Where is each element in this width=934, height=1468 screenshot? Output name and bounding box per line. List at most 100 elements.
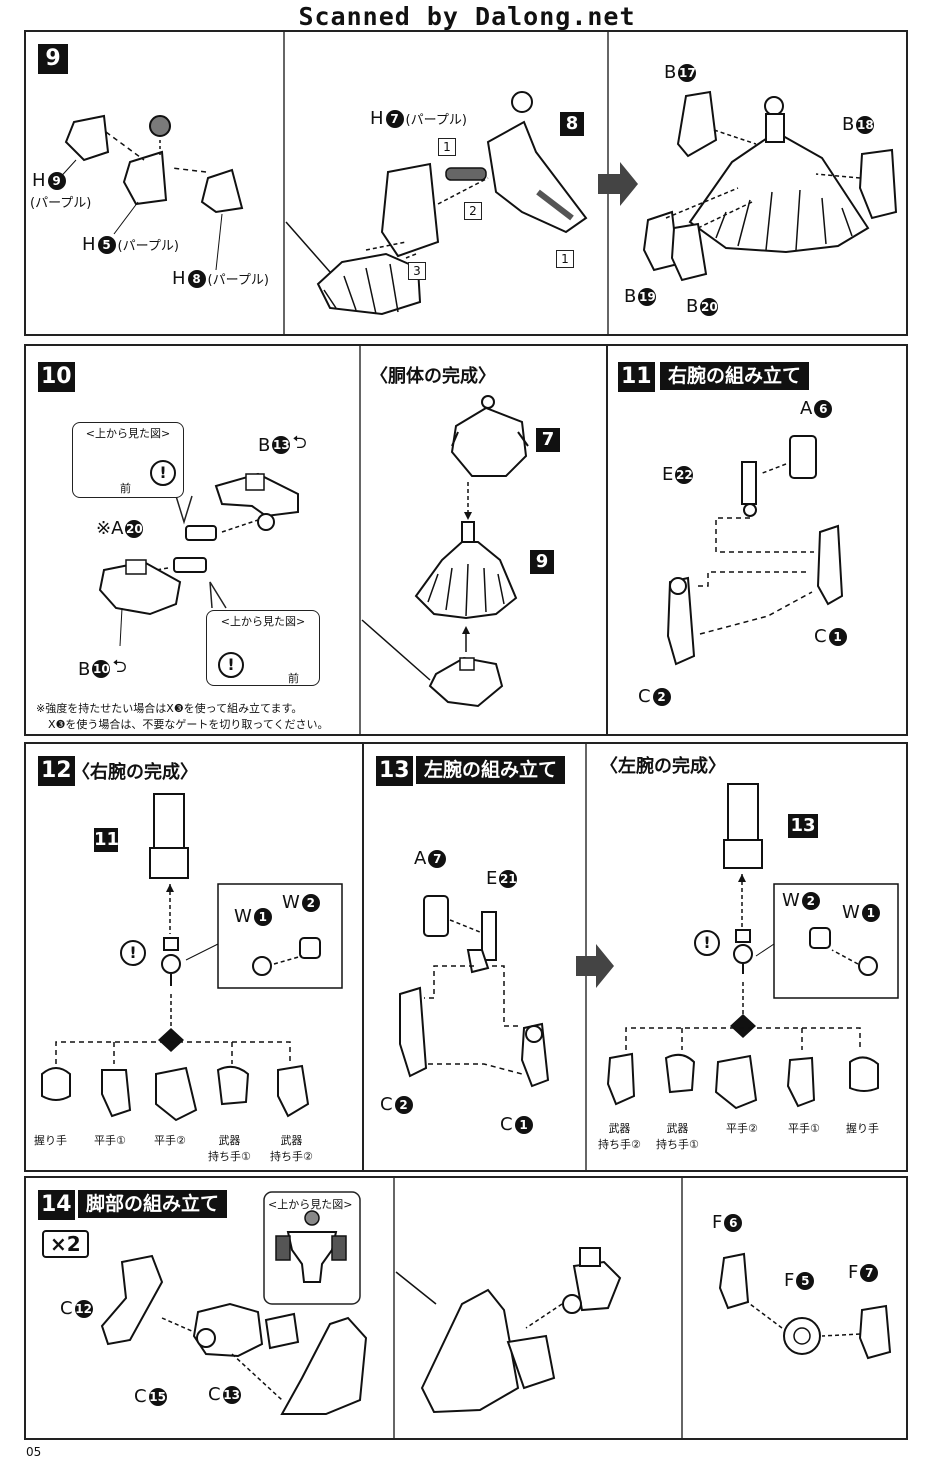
strength-note-line-1: ※強度を持たせたい場合はX❸を使って組み立てます。 [36, 702, 303, 715]
callout-title: <上から見た図> [220, 615, 306, 628]
part-letter: C [134, 1386, 147, 1407]
step-12-title: 〈右腕の完成〉 [72, 762, 198, 783]
part-number: 1 [253, 907, 272, 926]
part-letter: B [624, 286, 637, 307]
caution-icon: ! [694, 930, 720, 956]
subassembly-tag-9: 9 [530, 550, 554, 574]
part-number: 6 [724, 1213, 743, 1232]
part-letter: F [712, 1212, 723, 1233]
part-letter: ※A [96, 518, 124, 539]
hand-option-label-3: 平手② [726, 1122, 758, 1135]
hand-option-label-1: 握り手 [34, 1134, 67, 1147]
part-letter: H [32, 170, 46, 191]
caution-icon: ! [150, 460, 176, 486]
hand-option-label-1: 武器 持ち手② [598, 1122, 641, 1151]
step-12-number: 12 [38, 756, 75, 786]
part-letter: C [814, 626, 827, 647]
subassembly-tag-8: 8 [560, 112, 584, 136]
cut-gate-icon: ⮌ [292, 432, 307, 453]
part-letter: E [662, 464, 674, 485]
page-number: 05 [26, 1445, 42, 1459]
part-letter: B [686, 296, 699, 317]
quantity-times-badge: ×2 [42, 1230, 89, 1258]
part-color: (パープル) [117, 239, 179, 254]
part-number: 13 [222, 1385, 241, 1404]
part-letter: B [78, 658, 91, 680]
part-letter: B [842, 114, 855, 135]
part-number: 2 [652, 687, 671, 706]
part-number: 2 [301, 893, 320, 912]
part-letter: B [258, 434, 271, 456]
part-number: 17 [678, 63, 697, 82]
part-letter: W [282, 892, 300, 913]
hand-option-label-3: 平手② [154, 1134, 186, 1147]
part-number: 15 [148, 1387, 167, 1406]
part-letter: E [486, 868, 498, 889]
step-14-title: 脚部の組み立て [78, 1190, 228, 1218]
subassembly-tag-13: 13 [788, 814, 818, 838]
part-number: 8 [187, 269, 206, 288]
part-letter: W [234, 906, 252, 927]
part-number: 6 [814, 399, 833, 418]
part-color: (パープル) [207, 273, 269, 288]
order-marker-1b: 1 [556, 250, 574, 268]
part-letter: H [82, 234, 96, 255]
part-letter: F [848, 1262, 859, 1283]
part-letter: W [782, 890, 800, 911]
step-13-title: 左腕の組み立て [416, 756, 566, 784]
top-view-callout-2: <上から見た図> [206, 610, 320, 686]
part-number: 1 [861, 903, 880, 922]
part-letter: A [800, 398, 813, 419]
step-14-illustration [100, 1178, 892, 1438]
part-number: 9 [47, 171, 66, 190]
step-11-title: 右腕の組み立て [660, 362, 810, 390]
strength-note-line-2: X❸を使う場合は、不要なゲートを切り取ってください。 [48, 718, 329, 731]
step-11-illustration [666, 435, 844, 666]
body-complete-title: 〈胴体の完成〉 [370, 366, 496, 387]
part-number: 21 [499, 869, 518, 888]
hand-option-label-5: 握り手 [846, 1122, 879, 1135]
order-marker-1: 1 [438, 138, 456, 156]
hand-option-label-5: 武器 持ち手② [270, 1134, 313, 1163]
part-letter: W [842, 902, 860, 923]
step-10-number: 10 [38, 362, 75, 392]
scan-watermark-header: Scanned by Dalong.net [298, 2, 636, 31]
part-letter: C [208, 1384, 221, 1405]
part-number: 2 [394, 1095, 413, 1114]
caution-icon: ! [218, 652, 244, 678]
part-number: 13 [272, 436, 291, 454]
hand-option-label-2: 武器 持ち手① [656, 1122, 699, 1151]
part-letter: C [500, 1114, 513, 1135]
caution-icon: ! [120, 940, 146, 966]
hand-option-label-2: 平手① [94, 1134, 126, 1147]
step-13-number: 13 [376, 756, 413, 786]
subassembly-tag-11: 11 [94, 828, 120, 852]
part-number: 7 [428, 849, 447, 868]
step-14-number: 14 [38, 1190, 75, 1220]
order-marker-2: 2 [464, 202, 482, 220]
